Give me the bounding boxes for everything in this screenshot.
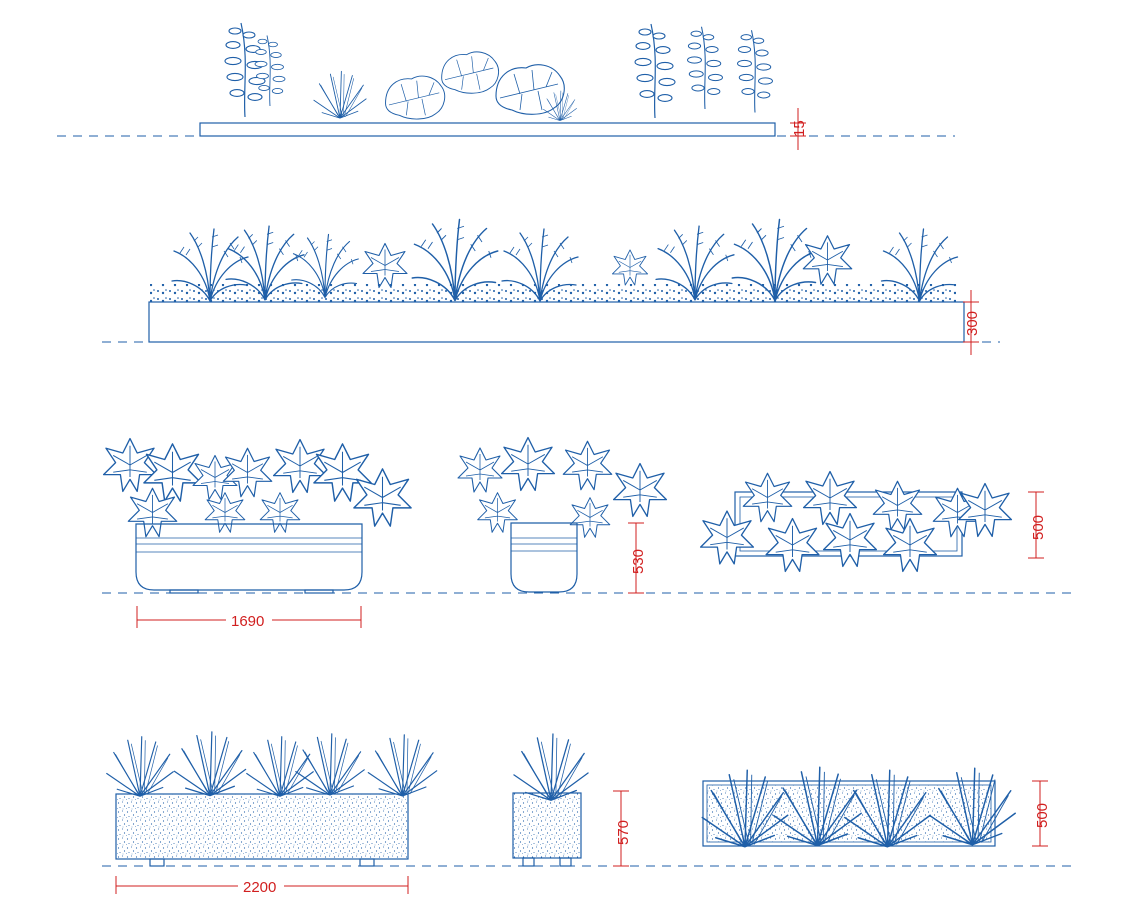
row4-long-box-width-dimension: 2200: [115, 876, 409, 896]
row4-small-box-height-dimension: 570: [613, 790, 632, 867]
row1-height-label: 15: [791, 120, 808, 137]
row3-planter-elevations: 1690 530: [102, 436, 1075, 630]
row4-small-box-height-label: 570: [615, 820, 632, 845]
row4-plan-box-height-dimension: 500: [1032, 780, 1051, 847]
row3-long-pot: [102, 437, 412, 594]
row3-small-pot-height-dimension: 530: [628, 522, 647, 594]
row4-plan-box: [701, 766, 1017, 848]
row3-plan-box-height-dimension: 500: [1028, 491, 1047, 559]
row4-long-box-plants: [106, 731, 438, 797]
row3-long-pot-width-dimension: 1690: [136, 606, 362, 630]
row4-long-box-width-label: 2200: [243, 879, 276, 896]
row3-long-pot-plants: [102, 437, 412, 538]
row2-height-dimension: 300: [963, 290, 981, 355]
row2-planter-elevation: 300: [102, 218, 1000, 355]
row4-plan-box-height-label: 500: [1034, 803, 1051, 828]
row2-plants: [150, 218, 959, 302]
row1-height-dimension: 15: [790, 108, 808, 150]
row2-long-planter: [148, 301, 965, 343]
row3-small-pot-plants: [457, 436, 668, 538]
row1-plants: [224, 22, 774, 121]
row2-height-label: 300: [964, 311, 981, 336]
row3-plan-box-height-label: 500: [1030, 515, 1047, 540]
row1-planter-elevation: 15: [57, 22, 955, 150]
row3-long-pot-width-label: 1690: [231, 613, 264, 630]
row4-planter-elevations: 2200 570: [102, 731, 1075, 896]
row4-small-box: [512, 733, 589, 867]
row3-small-pot: [457, 436, 668, 593]
row3-small-pot-height-label: 530: [630, 549, 647, 574]
row3-plan-box: [699, 470, 1013, 573]
row4-long-box: [106, 731, 438, 867]
row1-low-planter: [199, 122, 776, 137]
